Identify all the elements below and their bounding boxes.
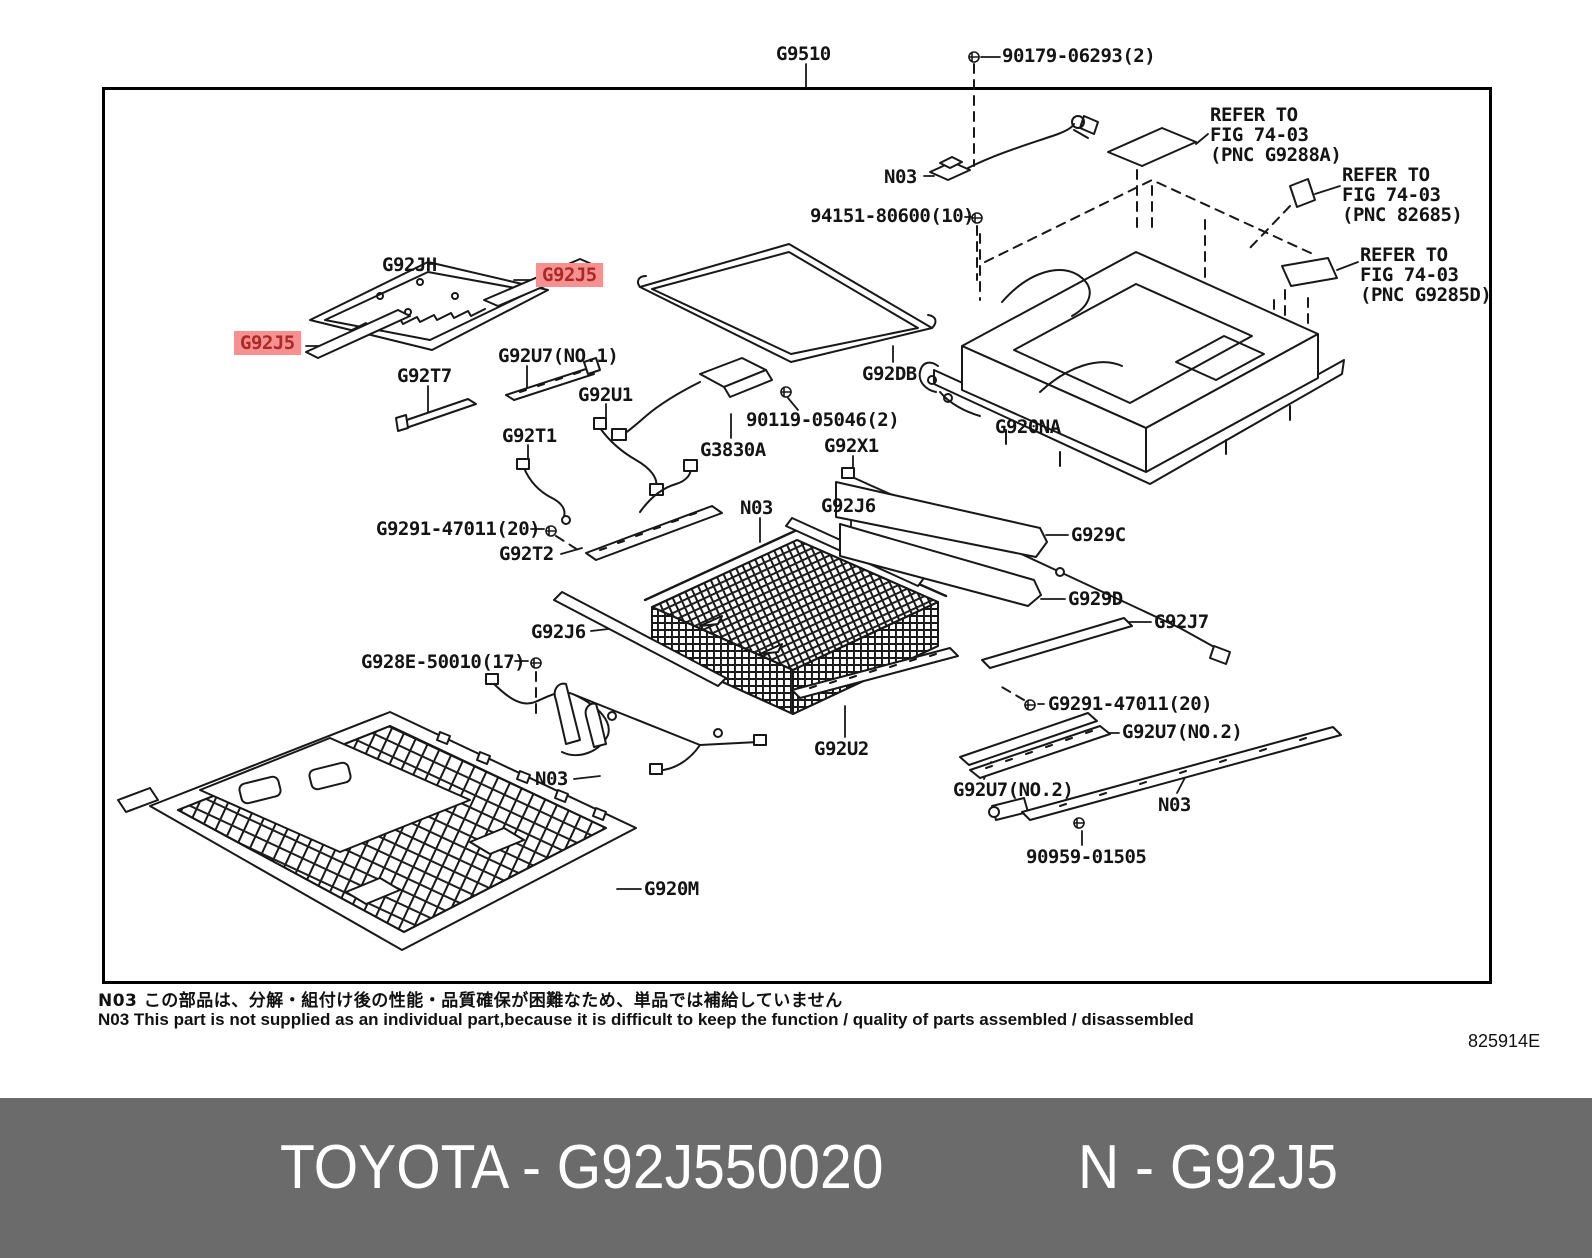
footer-part-number: TOYOTA - G92J550020 — [280, 1133, 884, 1202]
battery-cell-stack — [643, 528, 948, 715]
part-label-g92u7-no2-right: G92U7(NO.2) — [1122, 721, 1243, 743]
note-english: N03 This part is not supplied as an indi… — [98, 1010, 1194, 1029]
part-label-g928e-50010: G928E-50010(17) — [361, 651, 526, 673]
part-label-90119-05046: 90119-05046(2) — [746, 409, 900, 431]
rail-n03-bottom-right — [988, 726, 1342, 821]
bracket-g92u7-no2 — [959, 712, 1111, 779]
document-number: 825914E — [1468, 1031, 1541, 1051]
part-label-g92j5-highlight-right[interactable]: G92J5 — [536, 263, 603, 287]
bracket-g92t2 — [585, 459, 723, 561]
refer-tags — [1107, 127, 1338, 287]
refer-note-g9285d: REFER TO FIG 74-03 (PNC G9285D) — [1360, 244, 1492, 306]
part-label-g92j5-highlight-left[interactable]: G92J5 — [234, 331, 301, 355]
part-label-g920m: G920M — [644, 878, 699, 900]
part-label-g92x1: G92X1 — [824, 435, 879, 457]
part-label-g92j7: G92J7 — [1154, 611, 1209, 633]
connector-g3830a — [611, 357, 773, 441]
part-label-90179-06293: 90179-06293(2) — [1002, 45, 1156, 67]
part-label-g92jh: G92JH — [382, 254, 437, 276]
refer-note-82685: REFER TO FIG 74-03 (PNC 82685) — [1342, 164, 1463, 226]
part-label-g92t7: G92T7 — [397, 365, 452, 387]
part-label-g92j6-upper: G92J6 — [821, 495, 876, 517]
part-label-g92u1: G92U1 — [578, 384, 633, 406]
bracket-g92u2 — [791, 647, 959, 699]
part-label-g3830a: G3830A — [700, 439, 766, 461]
harness-bottom — [485, 673, 767, 775]
wire-g92t1 — [516, 458, 571, 525]
part-label-g92db: G92DB — [862, 363, 917, 385]
part-label-g9291-47011-left: G9291-47011(20) — [376, 518, 541, 540]
part-label-n03-harness: N03 — [535, 768, 568, 790]
part-label-g92j6-lower: G92J6 — [531, 621, 586, 643]
bracket-g92t7 — [395, 398, 477, 432]
note-japanese: N03 この部品は、分解・組付け後の性能・品質確保が困難なため、単品では補給して… — [98, 991, 843, 1011]
part-label-g92u2: G92U2 — [814, 738, 869, 760]
tray-g920m — [117, 682, 637, 951]
part-label-g92t1: G92T1 — [502, 425, 557, 447]
part-label-g92u7-no2-left: G92U7(NO.2) — [953, 779, 1074, 801]
cover-plate-g92db — [637, 243, 937, 363]
part-label-n03-top: N03 — [884, 166, 917, 188]
bracket-g92u7-no1 — [505, 357, 601, 401]
part-label-g92t2: G92T2 — [499, 543, 554, 565]
part-label-g9291-47011-right: G9291-47011(20) — [1048, 693, 1213, 715]
part-label-n03-mid: N03 — [740, 497, 773, 519]
refer-note-g9288a: REFER TO FIG 74-03 (PNC G9288A) — [1210, 104, 1342, 166]
part-label-n03-rail: N03 — [1158, 794, 1191, 816]
part-label-94151-80600: 94151-80600(10) — [810, 205, 975, 227]
blade-g929c — [835, 481, 1048, 558]
footer-pnc-code: N - G92J5 — [1078, 1133, 1338, 1202]
footer-bar: TOYOTA - G92J550020 N - G92J5 — [0, 1098, 1592, 1258]
harness-top — [929, 115, 1099, 181]
strip-g92j7 — [981, 617, 1133, 669]
part-label-90959-01505: 90959-01505 — [1026, 846, 1147, 868]
blade-g929d — [839, 523, 1042, 607]
part-label-g9510: G9510 — [776, 43, 831, 65]
part-label-g929d: G929D — [1068, 588, 1123, 610]
part-label-g920na: G920NA — [995, 416, 1061, 438]
part-label-g929c: G929C — [1071, 524, 1126, 546]
assembled-battery-unit — [918, 251, 1345, 485]
strip-g92j6-lower — [553, 591, 727, 687]
part-label-g92u7-no1: G92U7(NO.1) — [498, 345, 619, 367]
